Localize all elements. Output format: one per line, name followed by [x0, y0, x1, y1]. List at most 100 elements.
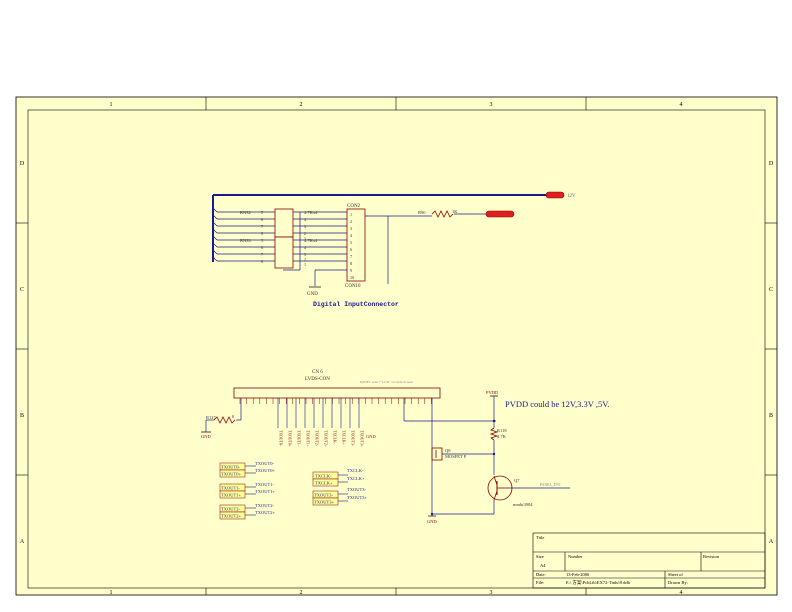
rn32-pin-l-6: 6: [261, 217, 263, 222]
rn32-pin-r-2: 2: [304, 231, 306, 236]
row-label-right-a: A: [769, 539, 774, 545]
net-tag-txout1-plus: TXOUT1+ TXOUT1+: [219, 489, 275, 499]
resistor-r90-ref: R90: [418, 210, 426, 215]
title-block-date-label: Date:: [536, 572, 546, 577]
rn32-pin-l-5: 5: [261, 210, 263, 215]
rn33-pin-l-5: 5: [261, 238, 263, 243]
rn32-pin-l-8: 8: [261, 231, 263, 236]
rn33-pin-l-7: 7: [261, 252, 263, 257]
net-tag-text: TXOUT0-: [221, 465, 240, 470]
lvds-connector-ref: CN 6: [312, 370, 323, 375]
row-label-right-b: B: [769, 413, 773, 419]
row-label-right-d: D: [769, 161, 774, 167]
resnet-rn32-value: 4.7Kx4: [304, 210, 318, 215]
net-tag-text: TXOUT2+: [221, 514, 241, 519]
title-block-file-value: E:\ 方案\PcbLib\EX72-Tinlu\9.ddb: [566, 579, 631, 586]
resnet-rn32-ref: RN32: [240, 210, 251, 215]
column-dividers: [16, 97, 777, 595]
title-block-sheet-label: Sheet of: [668, 572, 683, 577]
lvds-vertical-net-label: TXOUT2+: [324, 430, 328, 447]
con-pin-7: 7: [350, 254, 352, 259]
section-title-digital-input: Digital InputConnector: [313, 301, 399, 308]
title-block-revision-label: Revision: [703, 554, 720, 559]
gnd-label-lvds-left: GND: [201, 434, 211, 439]
net-plug-r90: [485, 210, 515, 218]
con-pin-3: 3: [350, 226, 352, 231]
resistor-r90: [431, 210, 454, 218]
net-tag-text: TXOUT2-: [221, 507, 240, 512]
gnd-label-lvds-bottom: GND: [427, 519, 437, 524]
column-label-bottom-4: 4: [680, 590, 683, 596]
rn32-pin-r-4: 4: [304, 217, 306, 222]
sheet-inner-frame: [27, 109, 766, 589]
title-block-size-value: A4: [540, 563, 546, 568]
column-label-bottom-3: 3: [490, 590, 493, 596]
net-tag-text: TXOUT3+: [314, 500, 334, 505]
con-pin-8: 8: [350, 261, 352, 266]
net-tag-text: TXCLK-: [315, 474, 332, 479]
lvds-section: CN 6 LVDS-CON PANEL select "LCD" on wide…: [201, 370, 609, 524]
pvdd-label: PVDD: [486, 390, 499, 395]
transistor-q7-symbol: [487, 475, 513, 501]
net-name: TXOUT3-: [347, 487, 366, 492]
lvds-vertical-net-label: TXCLK+: [342, 430, 346, 445]
rn33-pin-l-8: 8: [261, 259, 263, 264]
title-block-number-label: Number: [568, 554, 583, 559]
net-label-12v: 12V: [567, 194, 576, 199]
rn32-pin-r-3: 3: [304, 224, 306, 229]
lvds-connector-name: LVDS-CON: [305, 377, 330, 382]
column-label-bottom-1: 1: [110, 590, 113, 596]
lvds-vertical-net-label: TXCLK-: [333, 430, 337, 445]
resistor-r90-value: 1K: [452, 209, 458, 214]
resnet-rn32-body: [274, 208, 294, 238]
con-pin-1: 1: [350, 212, 352, 217]
rn33-pin-l-6: 6: [261, 245, 263, 250]
resnet-rn33-value: 4.7Kx4: [304, 238, 318, 243]
resistor-r118-value: 4.7K: [497, 434, 507, 439]
title-block-title-label: Title: [536, 535, 544, 540]
transistor-q7-ref: Q7: [514, 478, 520, 483]
lvds-connector-body: [233, 387, 441, 399]
net-name: TXOUT1+: [255, 489, 275, 494]
gnd-label-connector: GND: [307, 292, 318, 297]
row-label-left-a: A: [20, 539, 25, 545]
lvds-vertical-net-label: TXOUT3-: [351, 430, 355, 447]
net-tags: TXOUT0- TXOUT0- TXOUT0+ TXOUT0+ TXOUT1- …: [219, 461, 367, 520]
con-pin-10: 10: [350, 275, 354, 280]
rn33-pin-r-1: 1: [304, 262, 306, 267]
resistor-r118-ref: R118: [497, 428, 507, 433]
con-pin-2: 2: [350, 219, 352, 224]
resistor-r118: [489, 427, 499, 441]
title-block-drawn-label: Drawn By:: [668, 580, 688, 585]
net-tag-text: TXOUT1+: [221, 493, 241, 498]
con-pin-5: 5: [350, 240, 352, 245]
net-name: TXCLK+: [347, 476, 365, 481]
rn33-pin-r-2: 2: [304, 257, 306, 262]
net-name: TXCLK-: [347, 468, 364, 473]
net-tag-txout0-plus: TXOUT0+ TXOUT0+: [219, 468, 275, 478]
column-label-top-4: 4: [680, 102, 683, 108]
net-name: TXOUT3+: [347, 495, 367, 500]
net-tag-text: TXOUT3-: [314, 493, 333, 498]
transistor-q7-part: mmbt3904: [513, 502, 533, 507]
lvds-vertical-net-label: TXOUT0+: [288, 430, 292, 447]
con-pin-6: 6: [350, 247, 352, 252]
title-block-size-label: Size: [536, 554, 544, 559]
connector-con2-body: [346, 208, 366, 282]
column-label-bottom-2: 2: [300, 590, 303, 596]
lvds-pin-stubs: [239, 398, 432, 404]
net-plug-12v: [545, 191, 565, 199]
rn32-pin-l-7: 7: [261, 224, 263, 229]
column-label-top-1: 1: [110, 102, 113, 108]
net-tag-text: TXOUT0+: [221, 472, 241, 477]
rn33-pin-r-3: 3: [304, 252, 306, 257]
mosfet-q8-type: MOSFET P: [445, 454, 467, 459]
rn32-pin-r-1: 1: [304, 236, 306, 241]
lvds-vertical-net-label: TXOUT1-: [297, 430, 301, 447]
resistor-r117-value: 0: [232, 414, 235, 419]
resnet-rn33-ref: RN33: [240, 238, 252, 243]
con-pin-4: 4: [350, 233, 353, 238]
row-label-left-b: B: [20, 413, 24, 419]
panel-enable-net: PANEL_EN1: [540, 483, 561, 487]
